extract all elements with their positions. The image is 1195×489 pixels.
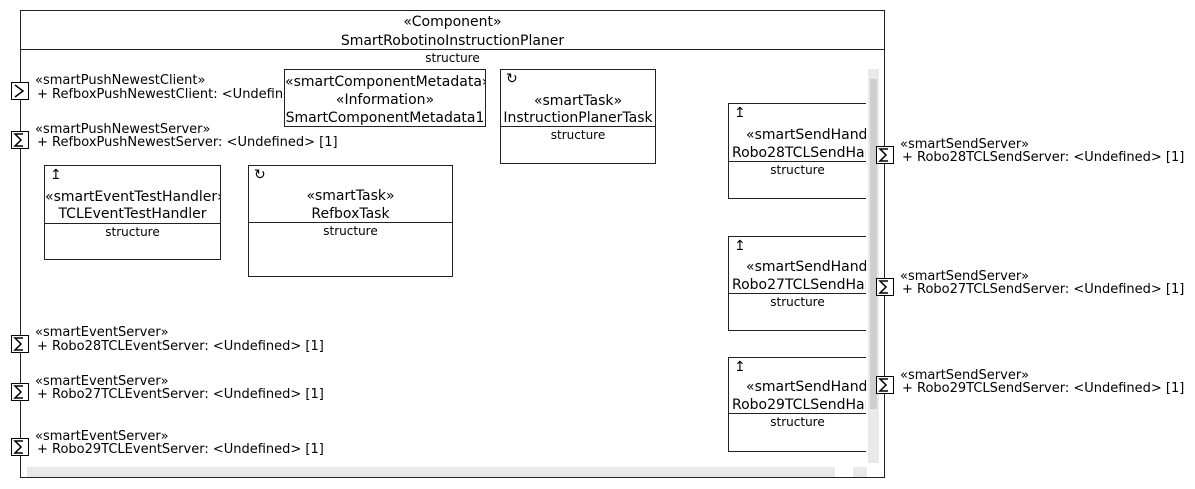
part-stereotype: «smartSendHandl bbox=[746, 379, 866, 395]
vertical-scrollbar-thumb[interactable] bbox=[870, 79, 877, 409]
push-client-port-icon[interactable] bbox=[11, 82, 29, 100]
instruction-planer-task-part[interactable]: ↻ «smartTask» InstructionPlanerTask stru… bbox=[500, 69, 656, 164]
event-server-port-icon[interactable] bbox=[11, 438, 29, 456]
part-name: Robo28TCLSendHar bbox=[732, 145, 866, 161]
port-stereotype: «smartSendServer» bbox=[900, 368, 1030, 383]
part-stereotype: «smartSendHandl bbox=[746, 259, 866, 275]
horizontal-scrollbar[interactable] bbox=[27, 467, 835, 477]
part-compartment-label: structure bbox=[323, 224, 378, 238]
part-name: RefboxTask bbox=[311, 206, 390, 222]
part-stereotype: «smartTask» bbox=[533, 93, 623, 109]
push-server-port-icon[interactable] bbox=[11, 131, 29, 149]
part-stereotype: «smartTask» bbox=[306, 188, 395, 204]
cycle-icon: ↻ bbox=[506, 71, 518, 87]
part-name: SmartComponentMetadata1 bbox=[285, 110, 485, 126]
part-compartment-label: structure bbox=[770, 163, 825, 177]
part-stereotype: «Information» bbox=[335, 92, 435, 108]
port-label[interactable]: + Robo28TCLEventServer: <Undefined> [1] bbox=[37, 339, 324, 354]
up-arrow-icon: ↥ bbox=[734, 238, 746, 254]
part-divider bbox=[45, 223, 220, 224]
part-compartment-label: structure bbox=[105, 225, 160, 239]
port-label[interactable]: + RefboxPushNewestServer: <Undefined> [1… bbox=[37, 135, 338, 150]
cycle-icon: ↻ bbox=[254, 167, 266, 183]
port-label[interactable]: + Robo29TCLEventServer: <Undefined> [1] bbox=[37, 442, 324, 457]
part-divider bbox=[729, 413, 866, 414]
part-name: Robo29TCLSendHar bbox=[732, 397, 866, 413]
part-divider bbox=[249, 222, 452, 223]
part-name: InstructionPlanerTask bbox=[503, 110, 653, 126]
part-stereotype: «smartComponentMetadata» bbox=[285, 74, 486, 90]
structure-compartment-label: structure bbox=[425, 51, 480, 65]
event-server-port-icon[interactable] bbox=[11, 335, 29, 353]
refbox-task-part[interactable]: ↻ «smartTask» RefboxTask structure bbox=[248, 165, 453, 277]
send-handler-part[interactable]: ↥ «smartSendHandl Robo29TCLSendHar struc… bbox=[728, 357, 866, 452]
up-arrow-icon: ↥ bbox=[50, 167, 62, 183]
port-stereotype: «smartEventServer» bbox=[35, 325, 169, 340]
part-compartment-label: structure bbox=[770, 415, 825, 429]
part-divider bbox=[729, 293, 866, 294]
send-server-port-icon[interactable] bbox=[876, 146, 894, 164]
port-stereotype: «smartSendServer» bbox=[900, 269, 1030, 284]
event-server-port-icon[interactable] bbox=[11, 383, 29, 401]
part-name: Robo27TCLSendHar bbox=[732, 277, 866, 293]
port-label[interactable]: + Robo27TCLEventServer: <Undefined> [1] bbox=[37, 387, 324, 402]
port-stereotype: «smartEventServer» bbox=[35, 374, 169, 389]
part-divider bbox=[729, 161, 866, 162]
part-stereotype: «smartSendHandl bbox=[746, 127, 866, 143]
send-handler-part[interactable]: ↥ «smartSendHandl Robo28TCLSendHar struc… bbox=[728, 103, 866, 199]
part-stereotype: «smartEventTestHandler» bbox=[45, 189, 221, 205]
part-divider bbox=[501, 126, 655, 127]
send-server-port-icon[interactable] bbox=[876, 278, 894, 296]
port-label[interactable]: + Robo28TCLSendServer: <Undefined> [1] bbox=[902, 150, 1185, 165]
part-name: TCLEventTestHandler bbox=[58, 206, 207, 222]
vertical-scrollbar[interactable] bbox=[868, 69, 879, 463]
send-server-port-icon[interactable] bbox=[876, 376, 894, 394]
event-test-handler-part[interactable]: ↥ «smartEventTestHandler» TCLEventTestHa… bbox=[44, 165, 221, 260]
port-label[interactable]: + RefboxPushNewestClient: <Undefined> [1… bbox=[37, 87, 333, 102]
send-handler-part[interactable]: ↥ «smartSendHandl Robo27TCLSendHar struc… bbox=[728, 236, 866, 331]
header-divider bbox=[21, 49, 884, 50]
port-stereotype: «smartEventServer» bbox=[35, 429, 169, 444]
port-stereotype: «smartPushNewestServer» bbox=[35, 122, 211, 137]
scrollbar-corner bbox=[853, 467, 867, 477]
up-arrow-icon: ↥ bbox=[734, 359, 746, 375]
port-label[interactable]: + Robo27TCLSendServer: <Undefined> [1] bbox=[902, 282, 1185, 297]
metadata-part[interactable]: «smartComponentMetadata» «Information» S… bbox=[284, 69, 486, 127]
component-stereotype: «Component» bbox=[403, 14, 502, 30]
port-stereotype: «smartSendServer» bbox=[900, 137, 1030, 152]
part-compartment-label: structure bbox=[550, 128, 606, 142]
part-compartment-label: structure bbox=[770, 295, 825, 309]
component-name: SmartRobotinoInstructionPlaner bbox=[340, 33, 565, 49]
up-arrow-icon: ↥ bbox=[734, 105, 746, 121]
port-stereotype: «smartPushNewestClient» bbox=[35, 73, 206, 88]
port-label[interactable]: + Robo29TCLSendServer: <Undefined> [1] bbox=[902, 381, 1185, 396]
